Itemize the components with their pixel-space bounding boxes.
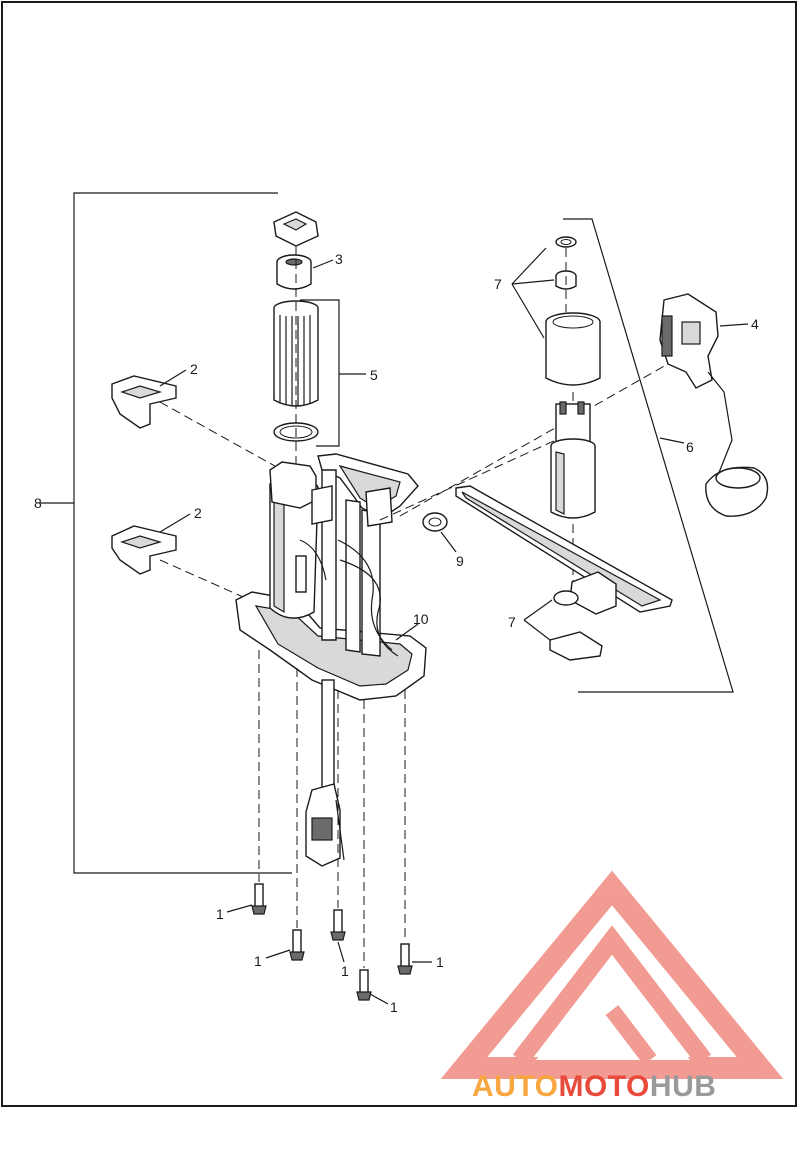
leader-7a-1 — [511, 247, 547, 285]
callout-10: 10 — [413, 611, 429, 627]
callout-8: 8 — [34, 495, 42, 511]
callout-1a: 1 — [216, 906, 224, 922]
screw-1a-part — [251, 883, 267, 915]
leader-1c — [337, 941, 345, 963]
bracket-8 — [73, 192, 292, 874]
valve-3-part — [276, 254, 312, 290]
align-clip-upper — [159, 401, 283, 471]
callout-3: 3 — [335, 251, 343, 267]
leader-3 — [312, 259, 334, 269]
fuel-pump-part — [550, 401, 596, 519]
leader-10 — [395, 623, 419, 641]
callout-6: 6 — [686, 439, 694, 455]
screw-1e-part — [397, 943, 413, 975]
leader-4 — [719, 323, 749, 327]
automotohub-logo — [440, 870, 784, 1079]
leader-7a-3 — [511, 283, 545, 339]
callout-4: 4 — [751, 316, 759, 332]
leader-1b — [265, 949, 291, 959]
leader-1d — [369, 993, 389, 1005]
clip-2-upper-part — [111, 375, 177, 429]
sleeve-part — [545, 312, 601, 386]
bracket-6 — [563, 218, 734, 693]
callout-1c: 1 — [341, 963, 349, 979]
callout-2a: 2 — [190, 361, 198, 377]
screw-1c-part — [330, 909, 346, 941]
clip-2-lower-part — [111, 525, 177, 575]
watermark-auto: AUTO — [472, 1070, 558, 1103]
frame-border — [1, 1, 797, 1107]
callout-1d: 1 — [390, 999, 398, 1015]
watermark-hub: HUB — [650, 1070, 717, 1103]
callout-1b: 1 — [254, 953, 262, 969]
bracket-5 — [300, 299, 340, 447]
callout-9: 9 — [456, 553, 464, 569]
logo-g-stroke — [605, 1005, 657, 1065]
leader-1a — [226, 904, 253, 913]
top-cap-part — [273, 211, 319, 247]
callout-7b: 7 — [508, 614, 516, 630]
leader-9 — [440, 531, 457, 553]
leader-7b-1 — [523, 599, 553, 621]
callout-7a: 7 — [494, 276, 502, 292]
callout-5: 5 — [370, 367, 378, 383]
align-module-pump — [379, 439, 557, 521]
align-clip-lower — [159, 559, 251, 601]
callout-2b: 2 — [194, 505, 202, 521]
oring-9-part — [422, 512, 448, 532]
leader-7a-2 — [511, 279, 555, 285]
level-sender-4-part — [659, 293, 769, 517]
screw-1b-part — [289, 929, 305, 961]
watermark-text: AUTOMOTOHUB — [472, 1070, 716, 1103]
oring-7-top-part — [555, 236, 577, 248]
seal-7-bottom-part — [549, 631, 603, 661]
logo-triangle — [440, 870, 784, 1079]
leader-6 — [659, 437, 685, 444]
logo-m-stroke — [512, 925, 712, 1066]
align-module-sender — [399, 355, 683, 517]
screw-1d-part — [356, 969, 372, 1001]
leader-7b-2 — [523, 619, 551, 641]
strainer-part — [455, 485, 673, 615]
callout-1e: 1 — [436, 954, 444, 970]
pump-module-assembly — [235, 453, 427, 867]
leader-2a — [159, 369, 187, 387]
watermark-moto: MOTO — [558, 1070, 649, 1103]
leader-2b — [159, 513, 191, 533]
